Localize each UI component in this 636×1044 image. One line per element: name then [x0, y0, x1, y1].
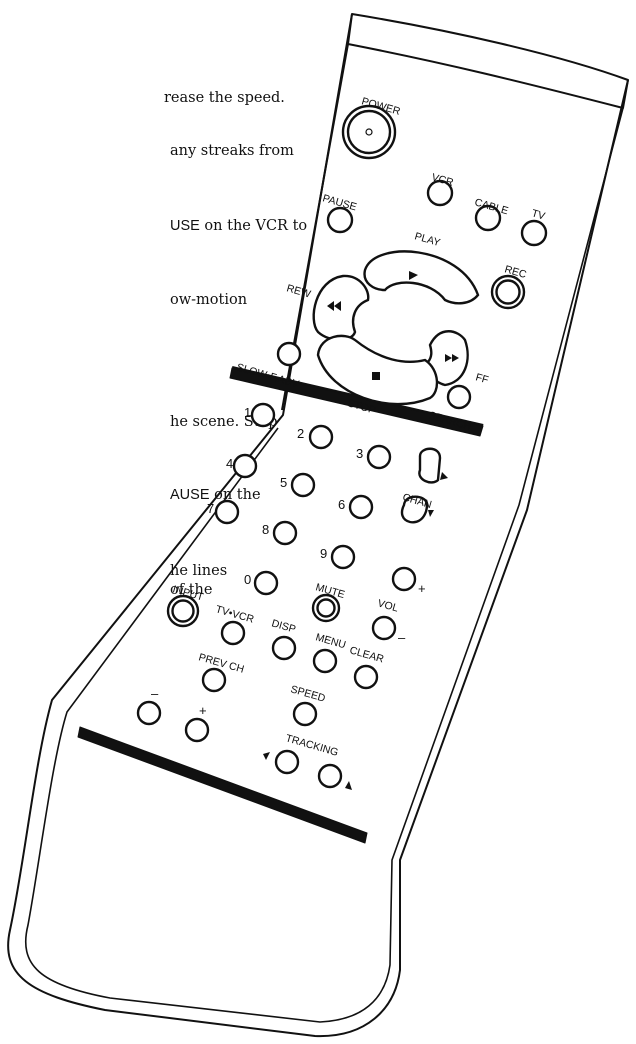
- manual-line-3: USE on the VCR to: [170, 218, 307, 234]
- mute-button[interactable]: [311, 593, 341, 623]
- number-8-label: 8: [262, 522, 269, 537]
- volume-up-button[interactable]: [391, 566, 417, 592]
- channel-down-button[interactable]: [400, 495, 429, 524]
- channel-up-button[interactable]: [418, 447, 442, 484]
- rew-label: REW: [285, 282, 312, 300]
- minus-label: –: [151, 686, 159, 701]
- search-button[interactable]: [446, 384, 472, 410]
- minus-button[interactable]: [136, 700, 162, 726]
- menu-label: MENU: [314, 631, 347, 651]
- tracking-down-button[interactable]: [274, 749, 300, 775]
- number-4-label: 4: [226, 456, 233, 471]
- tracking-down-arrow-icon: [263, 752, 270, 760]
- tv-button[interactable]: [520, 219, 548, 247]
- plus-button[interactable]: [184, 717, 210, 743]
- manual-line-3-rest: on the VCR to: [199, 218, 308, 234]
- number-1-label: 1: [244, 405, 251, 420]
- rec-label: REC: [503, 263, 528, 281]
- speed-button[interactable]: [292, 701, 318, 727]
- slow-fadv-button[interactable]: [276, 341, 302, 367]
- stop-icon: [372, 372, 380, 380]
- number-7-label: 7: [207, 501, 214, 516]
- channel-up-arrow-icon: [440, 472, 448, 480]
- input-button[interactable]: [166, 594, 200, 628]
- manual-line-5: he scene. Stop: [170, 414, 278, 430]
- tracking-up-arrow-icon: [345, 781, 352, 790]
- number-2-button[interactable]: [308, 424, 334, 450]
- manual-keyword-pause: USE: [170, 218, 200, 234]
- remote-body: [7, 13, 629, 1038]
- prev-ch-button[interactable]: [201, 667, 227, 693]
- play-button[interactable]: [363, 250, 480, 305]
- manual-line-4: ow-motion: [170, 292, 248, 308]
- volume-down-button[interactable]: [371, 615, 397, 641]
- power-button[interactable]: [341, 104, 397, 160]
- manual-line-2: any streaks from: [170, 143, 294, 159]
- manual-keyword-pause-2: AUSE: [170, 487, 210, 503]
- number-9-label: 9: [320, 546, 327, 561]
- number-2-label: 2: [297, 426, 304, 441]
- tracking-up-button[interactable]: [317, 763, 343, 789]
- volume-plus-label: +: [418, 581, 426, 596]
- vol-label: VOL: [376, 597, 400, 614]
- number-5-label: 5: [280, 475, 287, 490]
- play-label: PLAY: [413, 230, 441, 249]
- number-3-button[interactable]: [366, 444, 392, 470]
- display-button[interactable]: [271, 635, 297, 661]
- number-5-button[interactable]: [290, 472, 316, 498]
- manual-line-8: of the: [170, 582, 213, 598]
- number-6-label: 6: [338, 497, 345, 512]
- number-0-label: 0: [244, 572, 251, 587]
- plus-label: +: [199, 703, 207, 718]
- vcr-button[interactable]: [426, 179, 454, 207]
- ff-label: FF: [474, 371, 490, 386]
- clear-label: CLEAR: [348, 644, 385, 665]
- number-4-button[interactable]: [232, 453, 258, 479]
- manual-line-7: he lines: [170, 563, 228, 579]
- speed-label: SPEED: [289, 683, 327, 704]
- number-0-button[interactable]: [253, 570, 279, 596]
- number-8-button[interactable]: [272, 520, 298, 546]
- fast-forward-icon: [445, 354, 459, 362]
- tv-label: TV: [530, 207, 546, 222]
- number-1-button[interactable]: [250, 402, 276, 428]
- rec-button[interactable]: [490, 274, 526, 310]
- cable-button[interactable]: [474, 204, 502, 232]
- manual-line-1: rease the speed.: [164, 90, 285, 106]
- rewind-icon: [327, 301, 341, 311]
- channel-down-arrow-icon: [428, 510, 434, 517]
- number-6-button[interactable]: [348, 494, 374, 520]
- vcr-label: VCR: [430, 171, 455, 189]
- volume-minus-label: –: [398, 630, 406, 645]
- stop-button[interactable]: [316, 334, 439, 406]
- manual-text: rease the speed. any streaks from USE on…: [0, 0, 307, 600]
- disp-label: DISP: [270, 617, 297, 635]
- tv-vcr-button[interactable]: [220, 620, 246, 646]
- clear-button[interactable]: [353, 664, 379, 690]
- number-3-label: 3: [356, 446, 363, 461]
- number-9-button[interactable]: [330, 544, 356, 570]
- number-7-button[interactable]: [214, 499, 240, 525]
- menu-button[interactable]: [312, 648, 338, 674]
- pause-button[interactable]: [326, 206, 354, 234]
- play-icon: [409, 271, 418, 280]
